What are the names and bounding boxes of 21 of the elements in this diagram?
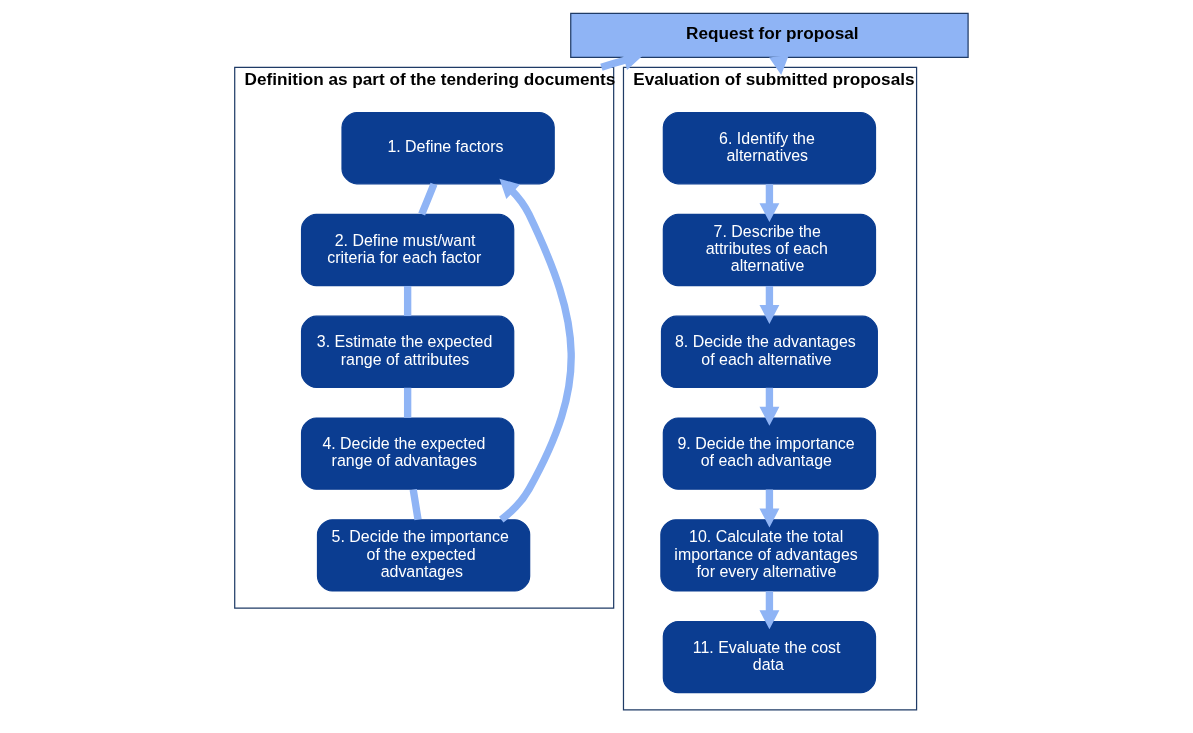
arrow — [759, 489, 780, 528]
node-box: 5. Decide the importance of the expected advantages — [316, 519, 531, 592]
connector — [403, 285, 412, 316]
node-box: 2. Define must/want criteria for each factor — [300, 213, 515, 287]
arrow — [759, 184, 780, 223]
node-box: 10. Calculate the total importance of advantages for every alternative — [660, 519, 879, 592]
node-box: 4. Decide the expected range of advantages — [300, 417, 515, 490]
arrow — [759, 285, 780, 324]
node-box: 6. Identify the alternatives — [662, 112, 877, 185]
node-box: 7. Describe the attributes of each alternative — [662, 213, 877, 287]
node-box: 1. Define factors — [341, 112, 555, 185]
node-box: 8. Decide the advantages of each alternative — [660, 315, 878, 388]
node-box: 3. Estimate the expected range of attributes — [300, 315, 515, 388]
node-box: 11. Evaluate the cost data — [662, 620, 877, 694]
arrow — [759, 591, 780, 630]
connector — [418, 182, 438, 216]
node-box: 9. Decide the importance of each advantage — [662, 417, 877, 490]
connector — [403, 387, 412, 418]
arrow — [759, 387, 780, 426]
arrow — [499, 178, 575, 523]
connector — [409, 488, 422, 521]
